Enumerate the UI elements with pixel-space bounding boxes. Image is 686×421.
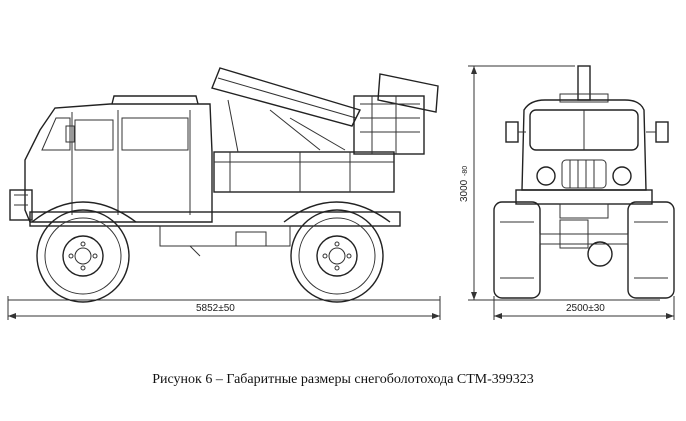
height-tolerance-label: -80 (462, 166, 469, 176)
height-dimension-label: 3000 (459, 179, 470, 202)
vehicle-drawing: 5852±50 3000 -80 (7, 65, 675, 320)
figure-caption: Рисунок 6 – Габаритные размеры снегоболо… (152, 372, 534, 387)
front-view: 2500±30 (490, 65, 675, 320)
height-dimension: 3000 -80 (459, 65, 575, 301)
width-dimension-label: 2500±30 (566, 303, 605, 314)
length-dimension-label: 5852±50 (196, 303, 235, 314)
side-view: 5852±50 (7, 67, 441, 320)
